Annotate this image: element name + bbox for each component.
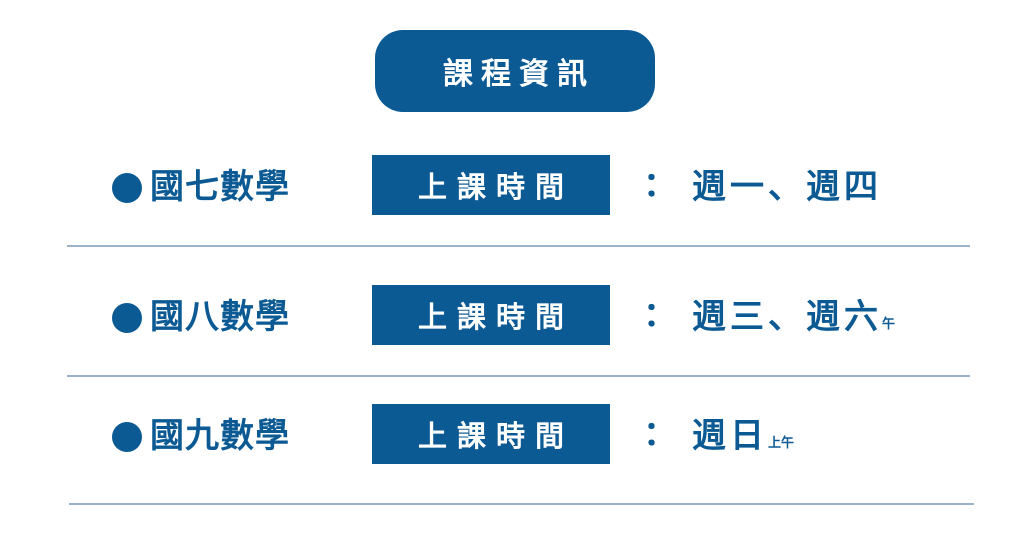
class-time-label: 上課時間 [417, 170, 574, 204]
bullet-dot-icon [112, 303, 142, 333]
class-days: 週三、週六午 [692, 293, 895, 349]
colon-separator: ： [643, 295, 677, 335]
colon-separator: ： [643, 165, 677, 205]
course-name: 國八數學 [150, 297, 290, 337]
colon-separator: ： [643, 414, 677, 454]
class-days-text: 週三、週六 [692, 297, 882, 337]
schedule-row: 國七數學 上課時間 ： 週一、週四 [0, 155, 1030, 219]
row-divider [69, 503, 974, 505]
schedule-row: 國九數學 上課時間 ： 週日上午 [0, 404, 1030, 468]
section-title-pill: 課程資訊 [375, 30, 655, 112]
course-name: 國九數學 [150, 416, 290, 456]
class-time-tag: 上課時間 [372, 285, 610, 345]
row-divider [67, 375, 970, 377]
class-days-text: 週日 [692, 416, 768, 456]
course-name: 國七數學 [150, 167, 290, 207]
class-time-tag: 上課時間 [372, 404, 610, 464]
class-days: 週一、週四 [692, 163, 882, 211]
class-days: 週日上午 [692, 412, 794, 468]
class-days-text: 週一、週四 [692, 167, 882, 207]
bullet-dot-icon [112, 173, 142, 203]
section-title: 課程資訊 [443, 57, 595, 92]
class-time-tag: 上課時間 [372, 155, 610, 215]
class-time-label: 上課時間 [417, 419, 574, 453]
class-time-label: 上課時間 [417, 300, 574, 334]
schedule-row: 國八數學 上課時間 ： 週三、週六午 [0, 285, 1030, 349]
time-suffix: 午 [882, 317, 896, 332]
bullet-dot-icon [112, 422, 142, 452]
row-divider [67, 245, 970, 247]
time-suffix: 上午 [768, 436, 795, 451]
